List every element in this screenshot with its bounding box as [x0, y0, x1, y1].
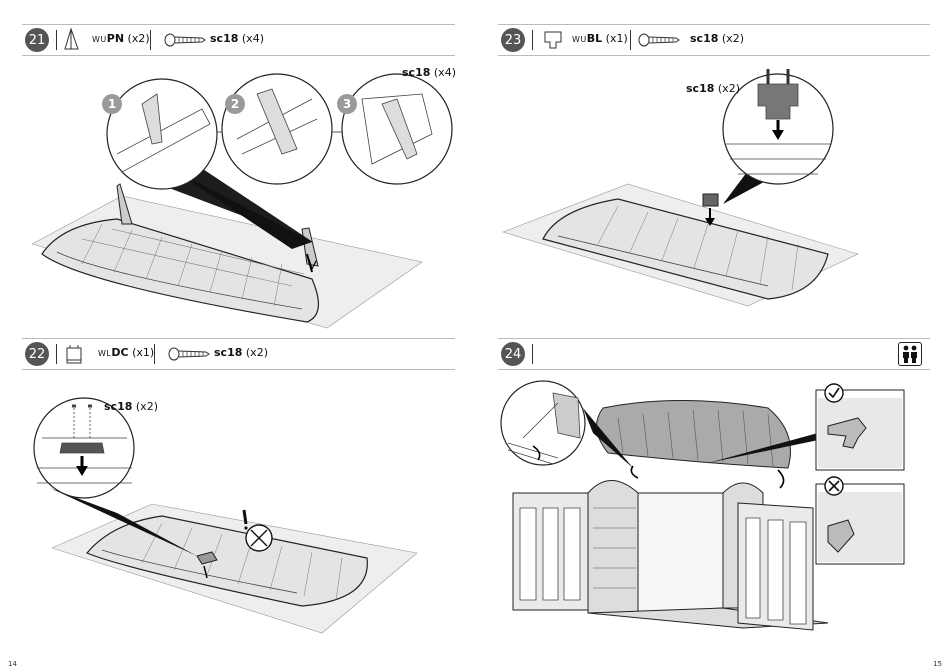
sub-step-1-badge: 1	[102, 94, 122, 114]
page-number: 15	[933, 660, 942, 668]
assembly-illustration	[22, 338, 455, 638]
check-icon	[825, 384, 843, 402]
page-number: 14	[8, 660, 17, 668]
sub-step-3-badge: 3	[337, 94, 357, 114]
step-24: 24	[498, 338, 930, 638]
assembly-illustration	[22, 24, 455, 329]
sub-step-2-badge: 2	[225, 94, 245, 114]
step-21: 21 WUPN (x2) sc18 (x4)	[22, 24, 455, 329]
screw-callout: sc18 (x2)	[104, 400, 158, 413]
step-23: 23 WUBL (x1) sc18 (x2)	[498, 24, 930, 329]
assembly-illustration	[498, 24, 930, 329]
screw-callout: sc18 (x2)	[686, 82, 740, 95]
assembly-illustration	[498, 338, 930, 638]
right-page: 23 WUBL (x1) sc18 (x2)	[475, 0, 950, 672]
screw-callout: sc18 (x4)	[402, 66, 456, 79]
left-page: 21 WUPN (x2) sc18 (x4)	[0, 0, 475, 672]
step-22: 22 WLDC (x1) sc18 (x2)	[22, 338, 455, 638]
